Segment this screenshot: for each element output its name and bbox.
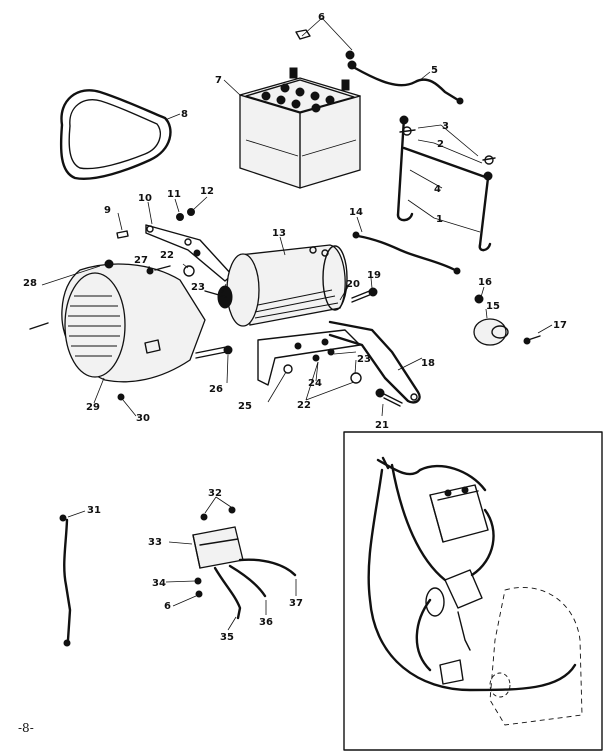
regulator-wires xyxy=(59,514,297,647)
battery-cell-caps xyxy=(261,83,335,113)
guard-screws xyxy=(29,259,171,401)
callout-17: 17 xyxy=(553,320,567,331)
washers-and-nuts xyxy=(183,249,362,384)
callout-3: 3 xyxy=(442,121,449,132)
callout-2: 2 xyxy=(437,139,444,150)
voltage-regulator xyxy=(192,506,244,598)
bolt-21 xyxy=(375,388,403,407)
bolt-26 xyxy=(195,345,233,359)
guard-screen xyxy=(68,295,121,357)
callout-1: 1 xyxy=(436,214,443,225)
callout-21: 21 xyxy=(375,420,389,431)
callout-36: 36 xyxy=(259,617,273,628)
callout-5: 5 xyxy=(431,65,438,76)
page-number: -8- xyxy=(18,721,34,735)
callout-10: 10 xyxy=(138,193,152,204)
callout-26: 26 xyxy=(209,384,223,395)
callout-4: 4 xyxy=(434,184,441,195)
bolt-19 xyxy=(351,287,378,303)
drive-belt xyxy=(59,89,172,180)
starter-solenoid xyxy=(473,294,541,346)
starter-generator xyxy=(204,244,348,327)
wiring-diagram-inset xyxy=(343,431,603,751)
leader-lines xyxy=(41,17,553,631)
adjusting-strap xyxy=(328,320,421,404)
battery xyxy=(239,67,361,189)
callout-24: 24 xyxy=(308,378,322,389)
callout-16: 16 xyxy=(478,277,492,288)
mounting-bracket xyxy=(257,329,361,386)
callout-15: 15 xyxy=(486,301,500,312)
callout-6-lower: 6 xyxy=(164,601,171,612)
callout-25: 25 xyxy=(238,401,252,412)
callout-28: 28 xyxy=(23,278,37,289)
callout-6: 6 xyxy=(318,12,325,23)
callout-numbers: 6 5 7 8 3 2 4 1 9 10 11 12 13 14 16 15 1… xyxy=(23,12,567,643)
callout-27: 27 xyxy=(134,255,148,266)
callout-8: 8 xyxy=(181,109,188,120)
callout-23-lower: 23 xyxy=(357,354,371,365)
callout-13: 13 xyxy=(272,228,286,239)
callout-14: 14 xyxy=(349,207,363,218)
pulley-bracket xyxy=(116,208,233,282)
callout-35: 35 xyxy=(220,632,234,643)
callout-37: 37 xyxy=(289,598,303,609)
battery-cable xyxy=(353,66,464,105)
callout-31: 31 xyxy=(87,505,101,516)
callout-30: 30 xyxy=(136,413,150,424)
callout-32: 32 xyxy=(208,488,222,499)
callout-23-upper: 23 xyxy=(191,282,205,293)
callout-7: 7 xyxy=(215,75,222,86)
callout-18: 18 xyxy=(421,358,435,369)
callout-34: 34 xyxy=(152,578,166,589)
battery-hold-down xyxy=(396,115,496,252)
callout-22-lower: 22 xyxy=(297,400,311,411)
callout-19: 19 xyxy=(367,270,381,281)
callout-29: 29 xyxy=(86,402,100,413)
callout-9: 9 xyxy=(104,205,111,216)
callout-22-upper: 22 xyxy=(160,250,174,261)
callout-33: 33 xyxy=(148,537,162,548)
callout-20: 20 xyxy=(346,279,360,290)
battery-nut xyxy=(295,29,357,70)
callout-11: 11 xyxy=(167,189,181,200)
ground-cable xyxy=(352,231,461,275)
belt-guard xyxy=(61,263,206,383)
callout-12: 12 xyxy=(200,186,214,197)
